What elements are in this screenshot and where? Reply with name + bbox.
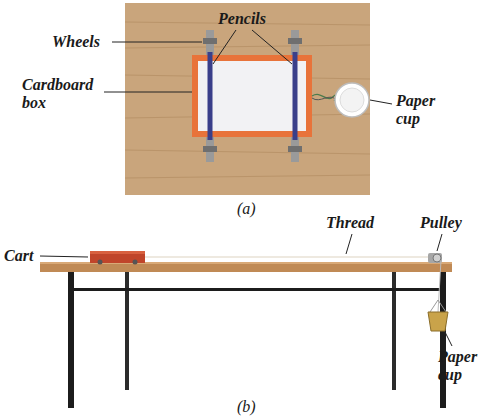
pencil [208,52,213,140]
pulley-wheel [433,254,441,262]
leader-lines [104,30,392,104]
table-rail [68,288,446,291]
paper-cup-base [340,88,364,112]
part-label: Pencils [218,10,266,28]
cart-top [90,251,145,254]
cart-wheel [133,260,138,265]
thread [312,94,338,100]
table-leg [440,272,446,408]
part-label: Wheels [52,33,100,51]
part-label: Pulley [420,214,462,232]
cup-string [430,300,438,312]
thread [312,97,336,100]
thread [145,256,432,258]
part-label: Paper cup [438,348,486,384]
paper-cup [335,83,369,117]
paper-cup [428,312,448,331]
part-label: Cart [4,247,33,265]
box-paper [198,61,306,131]
wood-surface [125,3,370,195]
panel-letter: (b) [237,398,256,416]
cup-string [438,300,446,312]
table-leg [68,272,74,408]
top-view-photo [125,3,370,195]
part-label: Cardboard box [22,76,102,112]
part-label: Paper cup [396,92,446,128]
pulley [428,253,442,263]
part-label: Thread [326,214,374,232]
wood-grain [125,22,370,178]
pencil [293,52,298,140]
side-view-table [40,251,452,408]
panel-letter: (a) [237,200,256,218]
leader-lines [40,234,452,346]
cart-wheel [98,260,103,265]
